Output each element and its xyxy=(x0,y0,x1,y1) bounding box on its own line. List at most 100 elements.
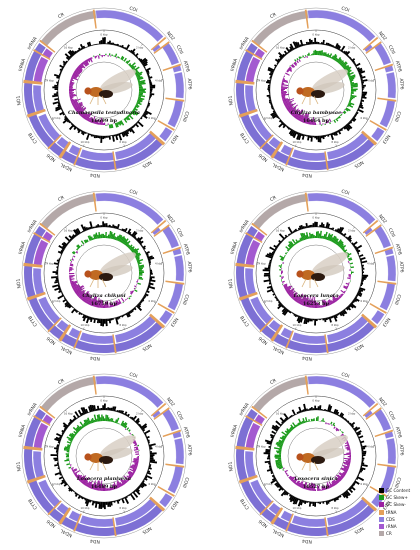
gene-label: ND2 xyxy=(377,213,388,225)
gc-skew-bar xyxy=(69,278,75,281)
gc-skew-bar xyxy=(336,117,339,120)
gc-skew-bar xyxy=(340,294,343,297)
gc-skew-bar xyxy=(297,482,301,487)
gc-content-bar xyxy=(283,491,288,496)
gc-content-bar xyxy=(96,318,100,324)
gc-skew-bar xyxy=(69,276,74,278)
gc-content-bar xyxy=(60,250,64,253)
trna-mark xyxy=(362,402,379,417)
gc-content-bar xyxy=(339,412,343,418)
gc-content-bar xyxy=(346,306,352,311)
gc-skew-bar xyxy=(84,480,89,486)
gc-content-bar xyxy=(357,435,359,438)
gc-content-bar xyxy=(147,468,150,471)
gc-content-bar xyxy=(275,424,280,429)
gc-content-bar xyxy=(356,249,361,253)
gc-content-bar xyxy=(345,50,351,56)
gc-skew-bar xyxy=(133,460,139,463)
gc-content-bar xyxy=(115,43,118,46)
gc-skew-bar xyxy=(284,99,294,106)
gc-content-bar xyxy=(360,259,363,262)
gc-content-bar xyxy=(98,501,101,509)
panel-chamaepsila-testudinaria: CRCOICOIIATP8ATP6COIIIND3ND5ND4ND4LND6CY… xyxy=(16,5,193,178)
gc-skew-bar xyxy=(329,233,334,242)
gc-skew-bar xyxy=(333,426,336,429)
gc-skew-bar xyxy=(129,466,137,471)
gc-content-bar xyxy=(304,500,307,504)
gc-content-bar xyxy=(269,259,272,262)
gc-content-bar xyxy=(104,37,106,45)
gc-skew-bar xyxy=(95,119,98,125)
gc-content-bar xyxy=(145,291,147,294)
gc-skew-bar xyxy=(132,471,135,474)
gc-content-bar xyxy=(274,64,278,67)
gc-content-bar xyxy=(102,221,105,228)
gc-skew-bar xyxy=(116,483,120,488)
gc-skew-bar xyxy=(313,418,315,422)
fly-legs xyxy=(89,278,107,288)
gc-skew-bar xyxy=(338,59,343,65)
gc-skew-bar xyxy=(130,292,133,295)
gc-content-bar xyxy=(266,441,272,445)
trna-mark xyxy=(150,219,167,234)
gc-content-bar xyxy=(292,496,296,502)
gc-skew-bar xyxy=(71,467,74,470)
trna-mark xyxy=(235,262,255,267)
gc-skew-bar xyxy=(65,453,70,455)
gc-skew-bar xyxy=(84,419,89,426)
gc-content-bar xyxy=(277,302,282,307)
gc-skew-bar xyxy=(307,420,309,423)
gc-skew-bar xyxy=(75,431,79,434)
gene-label: ND3 xyxy=(381,316,392,328)
gc-content-bar xyxy=(271,424,279,431)
gc-content-bar xyxy=(65,56,70,61)
gc-skew-bar xyxy=(275,462,282,465)
gc-skew-bar xyxy=(340,244,345,249)
gc-content-bar xyxy=(118,316,121,319)
gc-content-bar xyxy=(354,245,358,249)
gc-skew-bar xyxy=(323,52,326,57)
gc-content-bar xyxy=(147,102,151,105)
gc-content-bar xyxy=(57,268,59,270)
gc-skew-bar xyxy=(325,487,327,490)
gc-skew-bar xyxy=(70,436,74,440)
gc-skew-bar xyxy=(105,414,107,422)
gc-skew-bar xyxy=(307,295,312,308)
gc-skew-bar xyxy=(320,489,323,491)
gc-skew-bar xyxy=(289,66,292,70)
feature-arc xyxy=(24,42,163,170)
gc-content-bar xyxy=(354,480,360,485)
gc-skew-bar xyxy=(84,113,90,120)
gc-content-bar xyxy=(148,259,151,262)
gc-skew-bar xyxy=(309,54,312,56)
gc-skew-bar xyxy=(348,262,350,264)
gc-content-bar xyxy=(300,224,304,230)
gc-content-bar xyxy=(139,118,141,120)
gc-skew-bar xyxy=(69,277,72,280)
gc-skew-bar xyxy=(137,261,141,264)
gc-skew-bar xyxy=(85,295,91,304)
gc-skew-bar xyxy=(131,433,134,436)
gc-content-bar xyxy=(307,409,310,411)
scale-tick xyxy=(123,327,125,330)
gene-label: ND3 xyxy=(169,499,180,511)
gc-content-bar xyxy=(72,307,75,309)
gc-skew-bar xyxy=(104,301,107,308)
gc-skew-bar xyxy=(98,53,101,56)
gc-content-bar xyxy=(270,287,273,290)
gc-skew-bar xyxy=(127,472,134,477)
gc-skew-bar xyxy=(109,302,112,308)
gc-content-bar xyxy=(142,296,146,299)
scale-tick-label: 6 kbp xyxy=(360,299,368,303)
gc-skew-bar xyxy=(284,435,287,438)
gc-content-bar xyxy=(296,229,299,231)
gc-skew-bar xyxy=(324,52,327,57)
gc-content-bar xyxy=(149,274,151,277)
gc-content-bar xyxy=(320,408,323,411)
gc-content-bar xyxy=(312,41,315,45)
gc-skew-bar xyxy=(286,70,289,73)
gc-skew-bar xyxy=(293,294,299,301)
gc-skew-bar xyxy=(322,418,325,422)
gc-skew-bar xyxy=(63,447,70,450)
gc-skew-bar xyxy=(69,266,73,269)
